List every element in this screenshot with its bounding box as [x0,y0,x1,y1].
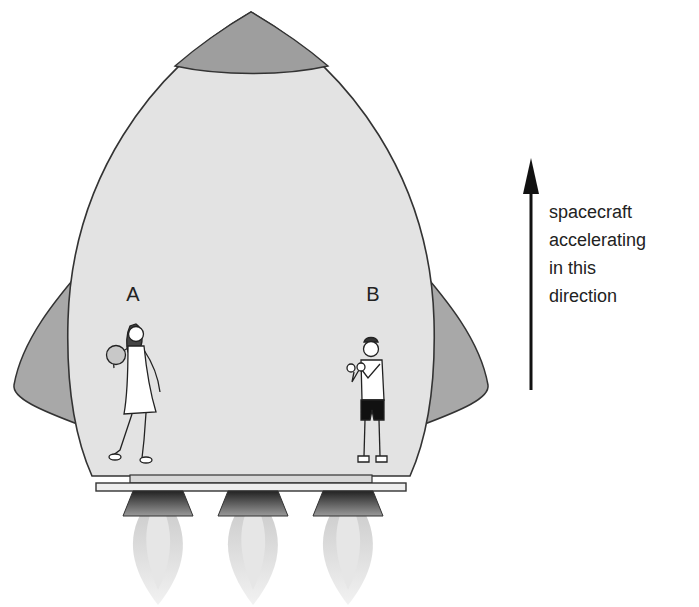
leg [142,413,146,458]
acceleration-arrow [530,190,533,390]
fist [357,363,365,371]
person-label: B [361,282,385,306]
exhaust-flame [323,515,373,605]
arrow-head [523,158,539,194]
spacecraft-body [68,12,435,476]
leg [379,420,380,456]
fist [347,364,355,372]
exhaust-core [146,515,170,590]
exhaust-flame [228,515,278,605]
shoe [358,456,369,462]
head [364,342,379,357]
exhaust-core [241,515,265,590]
dress [124,346,156,414]
exhaust-flame [133,515,183,605]
person-a [107,324,161,463]
engine-nozzle [218,491,288,516]
nose-cone [175,12,328,74]
leg [112,414,132,456]
shoe [109,454,121,460]
ball [107,346,126,365]
shorts [361,400,384,420]
shoe [140,457,152,463]
base-plate [130,475,372,483]
leg [364,420,365,456]
head [129,327,144,342]
engine-nozzle [123,491,193,516]
person-label: A [121,282,145,306]
engine-nozzle [313,491,383,516]
shoe [376,456,387,462]
direction-note: spacecraft accelerating in this directio… [549,198,661,310]
base-platform [96,483,406,491]
exhaust-core [336,515,360,590]
person-b [347,338,387,463]
